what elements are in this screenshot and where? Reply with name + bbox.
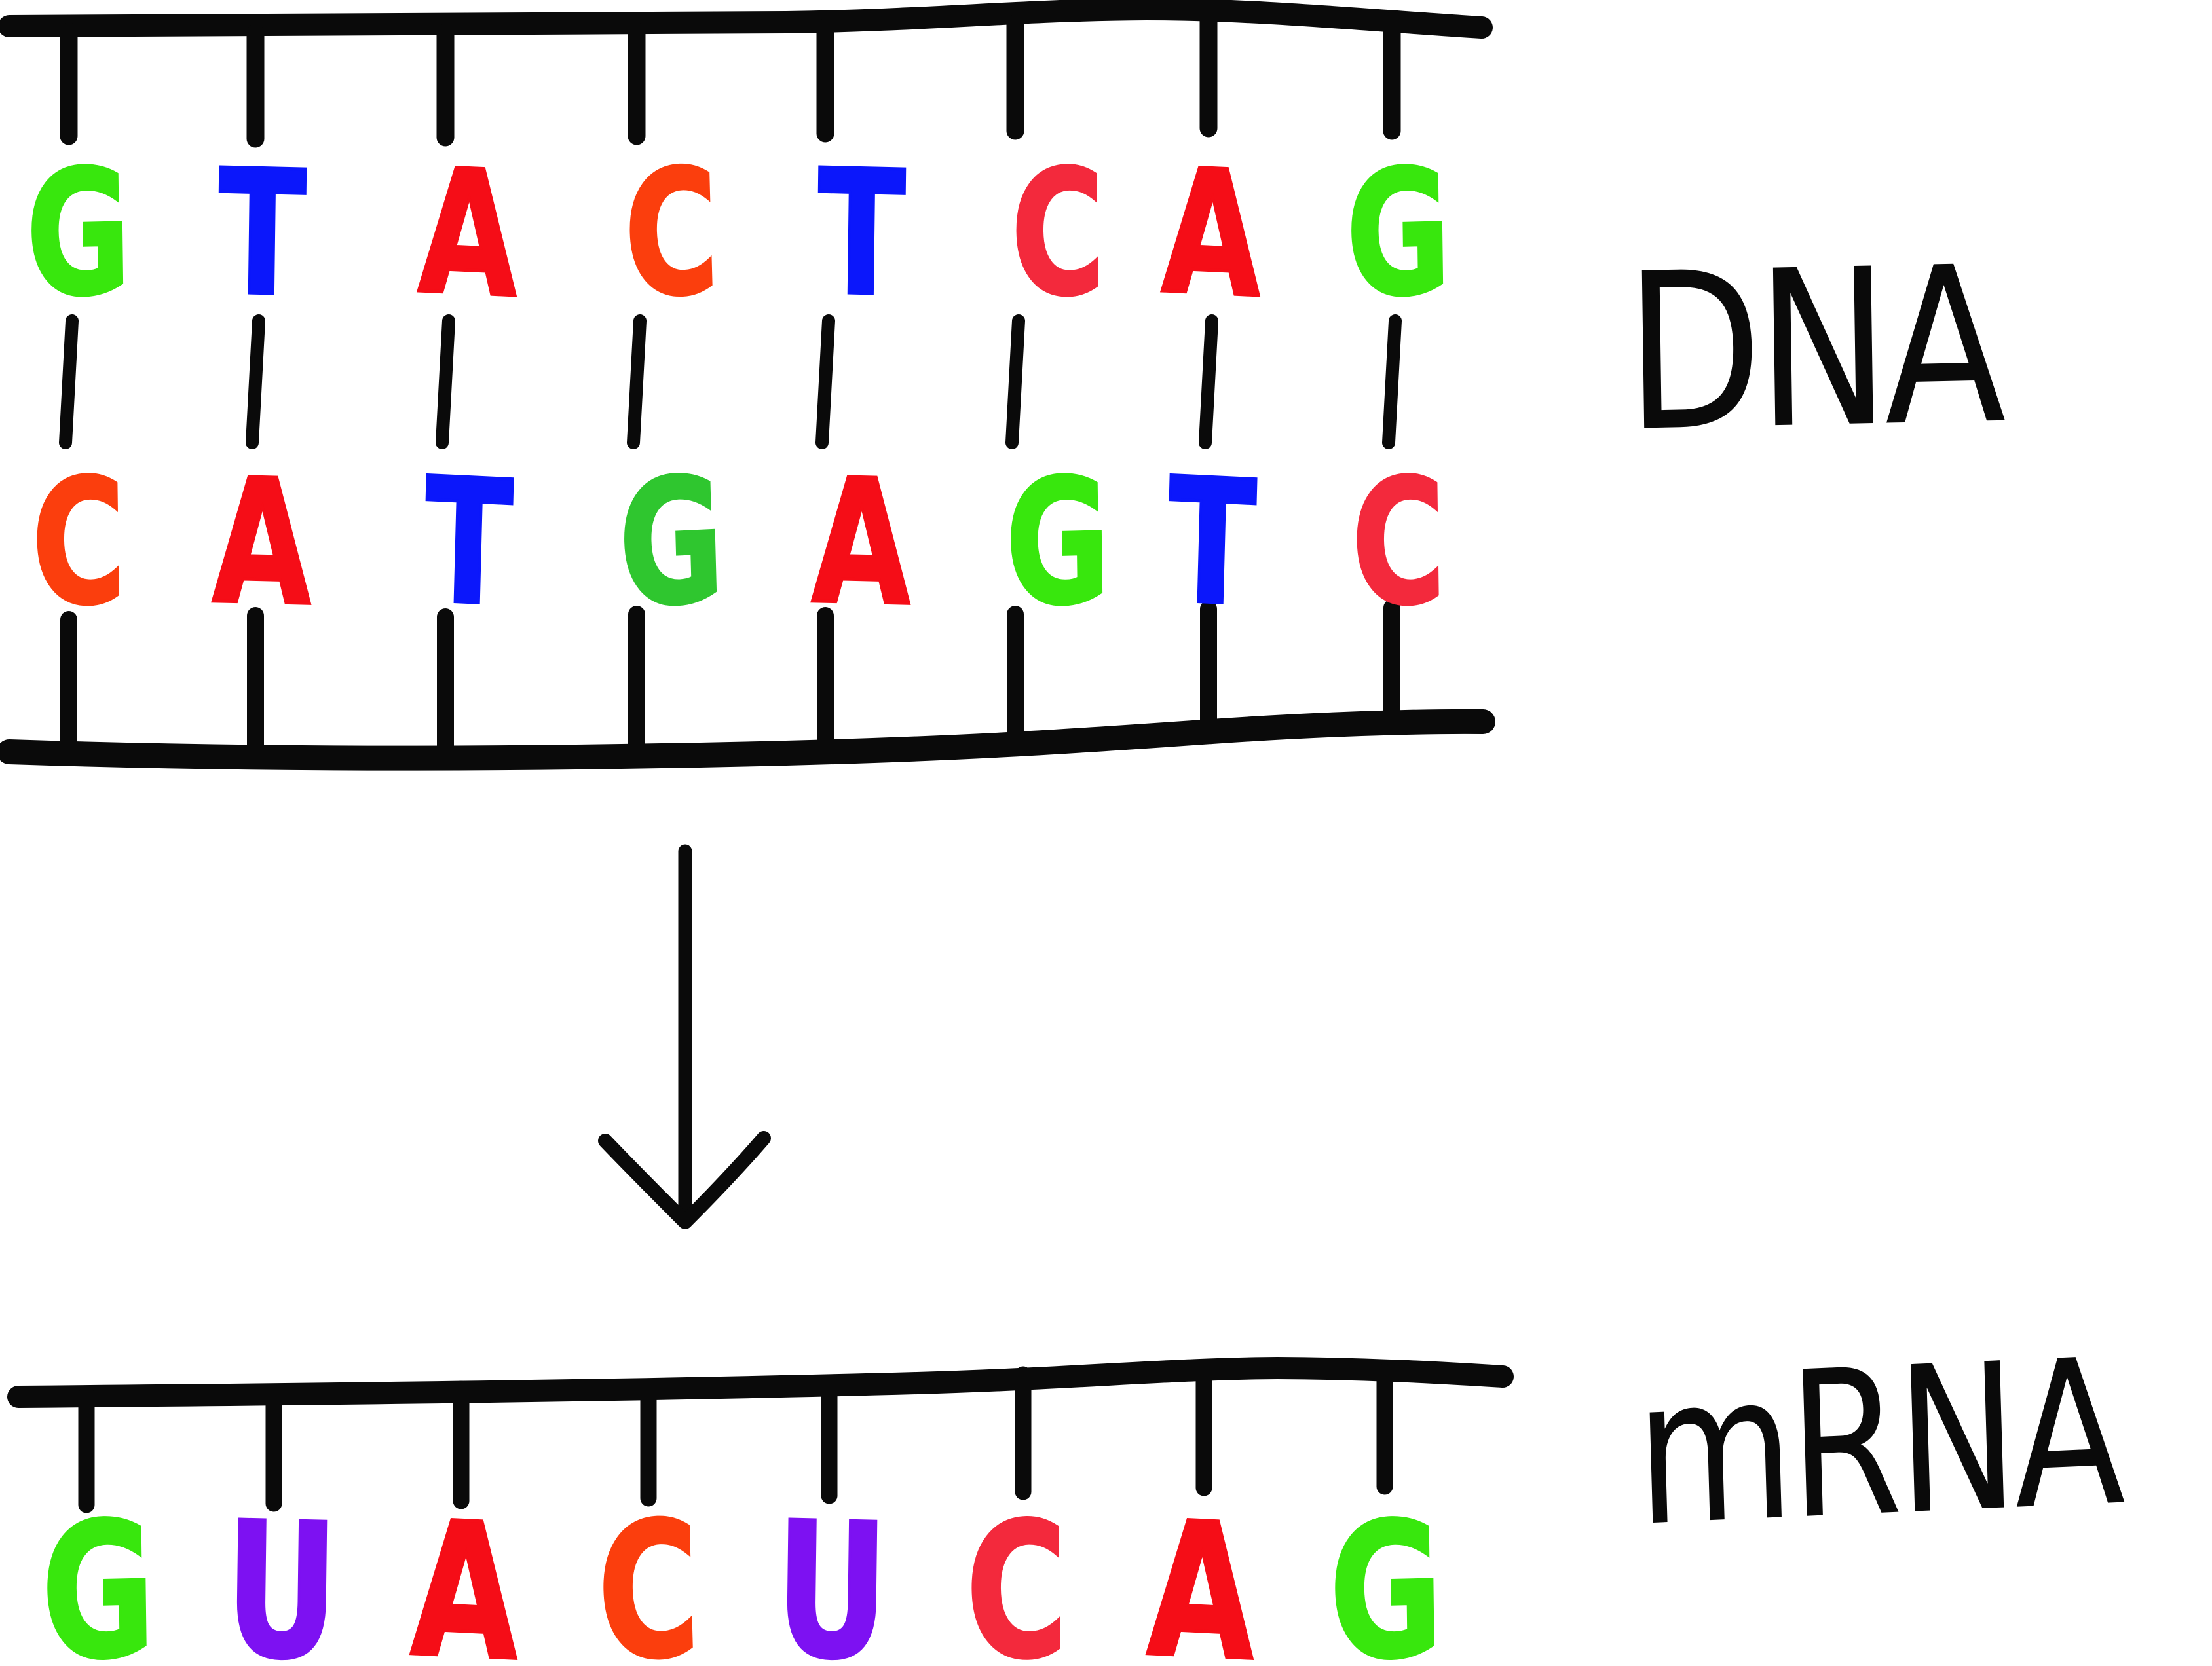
hydrogen-bond-ticks bbox=[59, 314, 1402, 449]
hydrogen-bond-tick bbox=[1382, 314, 1402, 449]
mrna-backbone bbox=[7, 1357, 1514, 1408]
dna-bottom-backbone bbox=[0, 709, 1495, 771]
dna-top-base: A bbox=[415, 130, 521, 337]
arrow-head bbox=[598, 1131, 771, 1229]
dna-bottom-base: T bbox=[421, 439, 516, 646]
hydrogen-bond-tick bbox=[815, 314, 835, 449]
dna-top-base: T bbox=[815, 132, 907, 336]
dna-bottom-base: A bbox=[210, 441, 314, 646]
dna-top-base: G bbox=[1343, 132, 1453, 337]
dna-top-base: C bbox=[1009, 132, 1108, 337]
hydrogen-bond-tick bbox=[246, 314, 265, 449]
mrna-base: U bbox=[223, 1481, 340, 1666]
dna-bottom-base: C bbox=[1349, 441, 1448, 646]
mrna-base: C bbox=[964, 1481, 1070, 1666]
dna-top-base: T bbox=[216, 132, 308, 336]
hydrogen-bond-tick bbox=[627, 314, 647, 449]
dna-top-base: G bbox=[24, 132, 133, 337]
mrna-ticks bbox=[78, 1361, 1393, 1513]
transcription-arrow-icon bbox=[598, 844, 771, 1229]
hydrogen-bond-tick bbox=[1199, 314, 1218, 449]
dna-bottom-base: A bbox=[810, 441, 913, 646]
mrna-base: U bbox=[773, 1481, 890, 1666]
mrna-base: G bbox=[1326, 1480, 1445, 1666]
dna-label: DNA bbox=[1624, 219, 2002, 479]
mrna-base: G bbox=[39, 1480, 157, 1666]
mrna-label: mRNA bbox=[1632, 1314, 2124, 1571]
mrna-base: C bbox=[593, 1479, 703, 1666]
mrna-base: A bbox=[1144, 1479, 1258, 1666]
dna-top-ticks bbox=[60, 10, 1401, 148]
dna-top-base: C bbox=[621, 130, 722, 337]
hydrogen-bond-tick bbox=[436, 314, 455, 449]
dna-top-base: A bbox=[1159, 130, 1265, 337]
dna-bottom-base: C bbox=[29, 441, 128, 646]
dna-top-backbone bbox=[0, 0, 1493, 39]
dna-bottom-base: G bbox=[1003, 441, 1112, 646]
hydrogen-bond-tick bbox=[59, 314, 79, 449]
dna-bottom-ticks bbox=[60, 599, 1400, 767]
mrna-base: A bbox=[407, 1479, 522, 1666]
dna-bottom-base: T bbox=[1165, 439, 1259, 646]
hydrogen-bond-tick bbox=[1005, 314, 1025, 449]
dna-bottom-base: G bbox=[615, 439, 727, 647]
